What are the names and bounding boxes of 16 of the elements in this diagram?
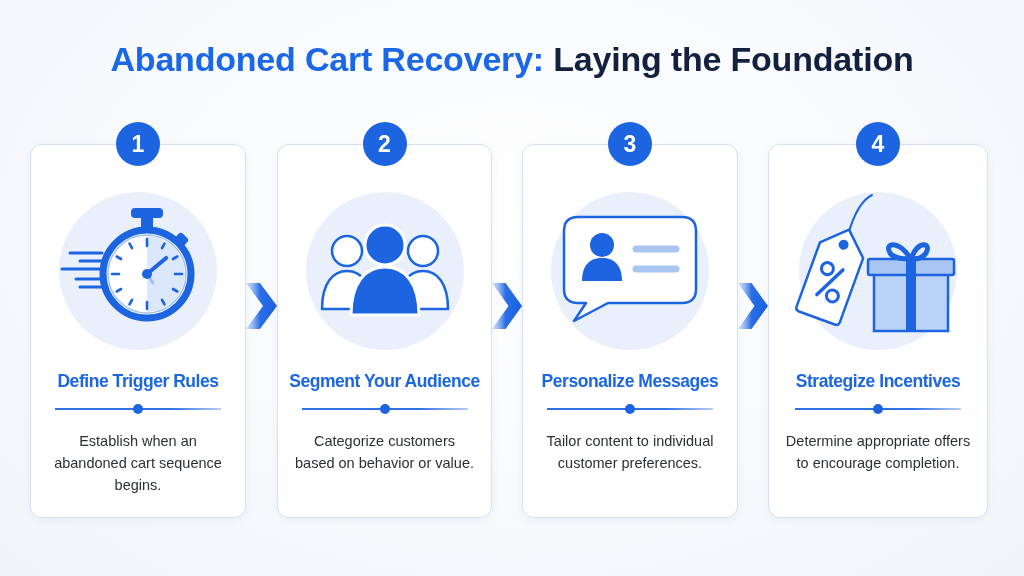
step-number-badge: 2: [362, 122, 407, 166]
step-number-badge: 3: [608, 122, 652, 166]
chevron-arrow: [246, 283, 277, 329]
step-title: Define Trigger Rules: [57, 370, 219, 392]
step-description: Categorize customers based on behavior or value.: [294, 432, 475, 473]
step-number-badge: 4: [856, 122, 900, 166]
step-title: Strategize Incentives: [795, 370, 961, 392]
chevron-arrow: [492, 283, 522, 329]
step-number-badge: 1: [116, 122, 160, 166]
step-title: Personalize Messages: [541, 370, 719, 392]
step-description: Establish when an abandoned cart sequence begins.: [53, 432, 223, 495]
step-title: Segment Your Audience: [289, 370, 480, 392]
chevron-arrow: [738, 283, 768, 329]
step-description: Determine appropriate offers to encourage completion.: [784, 432, 972, 473]
step-description: Tailor content to individual customer preferences.: [545, 432, 715, 473]
title: Abandoned Cart Recovery: Laying the Foundation: [110, 39, 914, 79]
